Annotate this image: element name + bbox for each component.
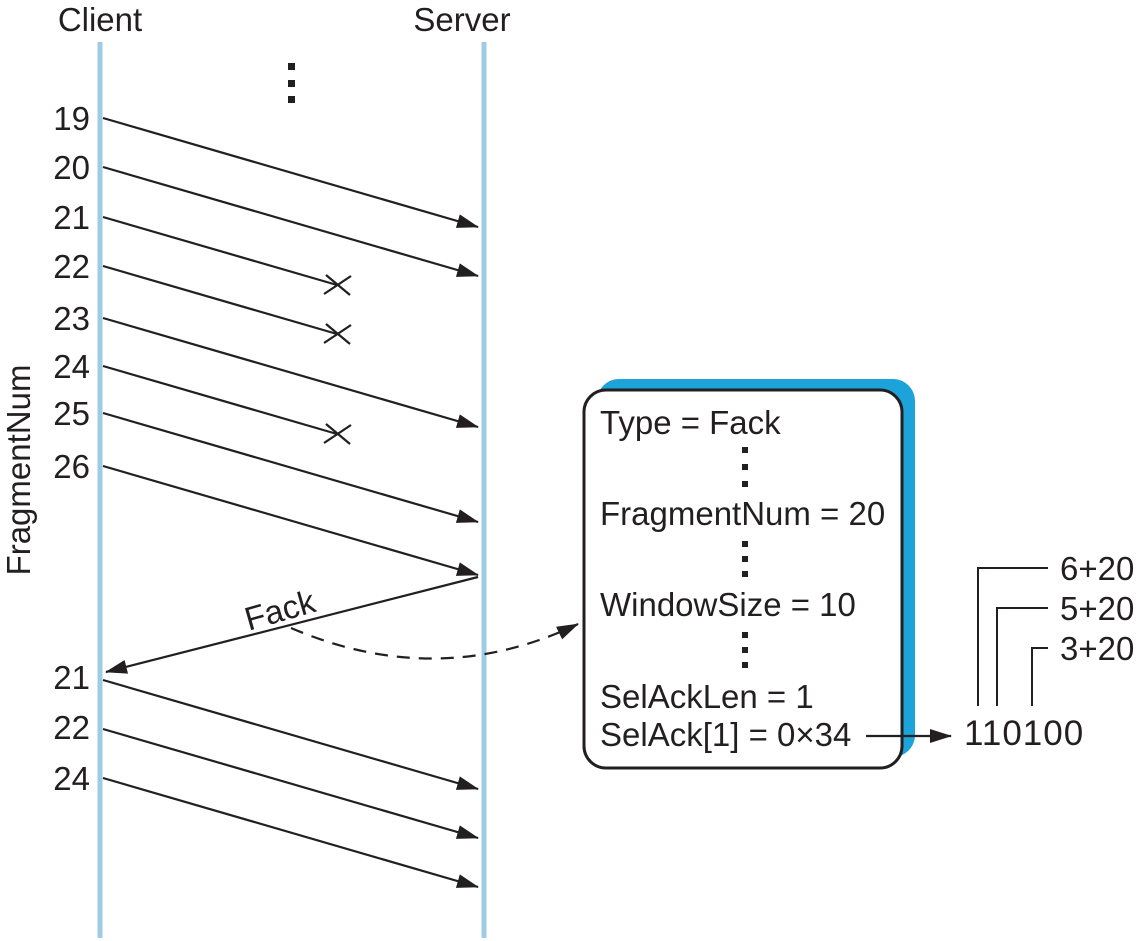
arrow-fragment-22-lost xyxy=(102,264,338,336)
arrow-resent-24 xyxy=(102,776,479,889)
bit-annotation-3: 3+20 xyxy=(1060,630,1134,667)
bracket-bit3 xyxy=(1031,647,1048,706)
arrow-fragment-25 xyxy=(102,411,479,524)
top-ellipsis-icon xyxy=(288,63,295,103)
fack-packet-box: Type = Fack FragmentNum = 20 WindowSize … xyxy=(582,379,915,770)
bracket-bit5 xyxy=(996,607,1048,706)
bit-annotation-brackets: 6+20 5+20 3+20 xyxy=(977,550,1134,706)
bit-annotation-5: 5+20 xyxy=(1060,590,1134,627)
packet-loss-x-icon xyxy=(323,274,352,296)
bitmap-value: 110100 xyxy=(964,714,1084,753)
ellipsis-icon xyxy=(742,541,748,577)
fragment-label-26: 26 xyxy=(53,448,90,485)
fack-arrow-label: Fack xyxy=(240,582,319,637)
sent-fragment-labels: 19 20 21 22 23 24 25 26 xyxy=(53,100,90,485)
packet-box-type-line: Type = Fack xyxy=(600,404,781,441)
packet-box-selacklen-line: SelAckLen = 1 xyxy=(600,678,814,715)
server-label: Server xyxy=(413,1,510,38)
fragment-label-22: 22 xyxy=(53,248,90,285)
data-arrows-delivered xyxy=(102,116,479,577)
fragment-label-resent-21: 21 xyxy=(53,659,90,696)
arrow-fragment-21-lost xyxy=(102,215,338,287)
bracket-bit6 xyxy=(977,567,1048,706)
fragment-label-25: 25 xyxy=(53,395,90,432)
packet-loss-x-icon xyxy=(323,423,352,445)
fragment-label-24: 24 xyxy=(53,348,90,385)
fragment-label-19: 19 xyxy=(53,100,90,137)
resent-fragment-labels: 21 22 24 xyxy=(53,659,90,797)
ellipsis-icon xyxy=(742,632,748,668)
fragment-label-20: 20 xyxy=(53,149,90,186)
fragment-label-resent-22: 22 xyxy=(53,709,90,746)
fack-arrow xyxy=(105,575,479,674)
arrow-fragment-26 xyxy=(102,464,479,577)
data-arrows-retransmitted xyxy=(102,678,479,889)
fragmentnum-axis-label: FragmentNum xyxy=(0,365,37,576)
packet-loss-x-icon xyxy=(323,323,352,345)
fack-detail-pointer xyxy=(290,623,579,660)
arrow-fragment-23 xyxy=(102,316,479,429)
arrow-fragment-20 xyxy=(102,165,479,278)
arrow-fragment-19 xyxy=(102,116,479,229)
fragment-label-23: 23 xyxy=(53,300,90,337)
packet-box-window-line: WindowSize = 10 xyxy=(600,586,856,623)
fragment-label-21: 21 xyxy=(53,199,90,236)
packet-box-selack-line: SelAck[1] = 0×34 xyxy=(600,716,851,753)
packet-box-body xyxy=(582,388,904,770)
client-label: Client xyxy=(58,1,142,38)
data-arrows-lost xyxy=(102,215,352,445)
ellipsis-icon xyxy=(742,447,748,487)
bit-annotation-6: 6+20 xyxy=(1060,550,1134,587)
arrow-resent-22 xyxy=(102,727,479,840)
fragment-label-resent-24: 24 xyxy=(53,760,90,797)
arrow-resent-21 xyxy=(102,678,479,791)
packet-box-fragment-line: FragmentNum = 20 xyxy=(600,495,885,532)
arrow-fragment-24-lost xyxy=(102,364,338,436)
